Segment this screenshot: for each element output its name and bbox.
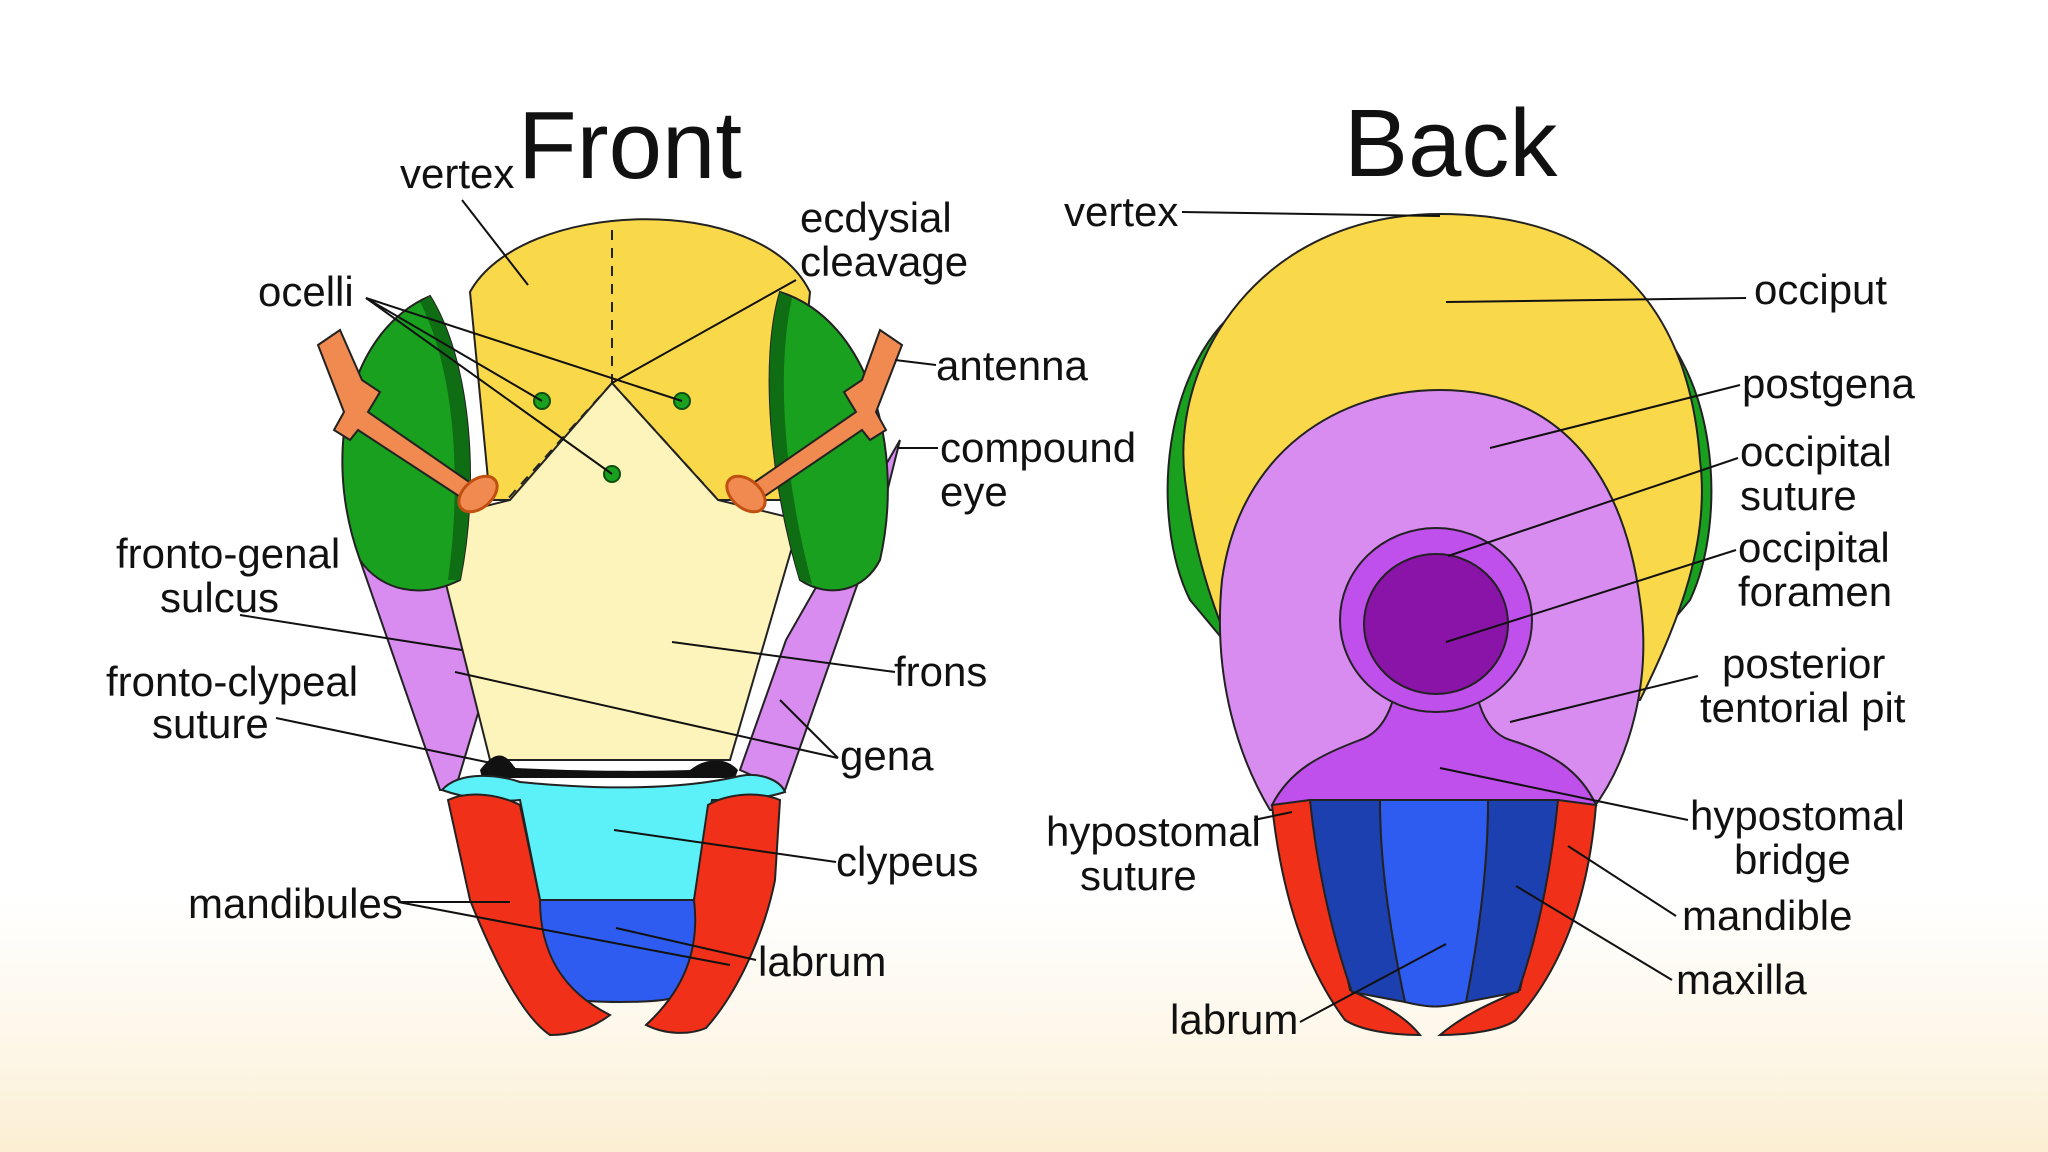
back-label-posterior: posterior <box>1722 640 1885 687</box>
back-label-hypostomal-bridge-1: hypostomal <box>1690 792 1905 839</box>
front-leaders <box>239 199 938 966</box>
front-label-fronto-clypeal: fronto-clypeal <box>106 658 358 705</box>
front-label-sulcus: sulcus <box>160 574 279 621</box>
front-vertex-region <box>468 218 812 501</box>
front-mandible-right <box>644 793 782 1034</box>
front-title: Front <box>518 92 742 199</box>
front-label-labrum: labrum <box>758 938 886 985</box>
front-eye-rim-right <box>769 292 812 584</box>
back-label-hypostomal-suture-1: hypostomal <box>1046 808 1261 855</box>
back-label-occipital-suture-2: suture <box>1740 472 1857 519</box>
front-label-cleavage: cleavage <box>800 238 968 285</box>
front-label-frons: frons <box>894 648 987 695</box>
back-title: Back <box>1344 90 1558 197</box>
back-label-hypostomal-bridge-2: bridge <box>1734 836 1851 883</box>
front-label-ocelli: ocelli <box>258 268 354 315</box>
back-label-occiput: occiput <box>1754 266 1887 313</box>
front-label-antenna: antenna <box>936 342 1088 389</box>
back-occipital-foramen <box>1363 553 1509 695</box>
back-label-vertex: vertex <box>1064 188 1178 235</box>
back-label-hypostomal-suture-2: suture <box>1080 852 1197 899</box>
front-label-clypeus: clypeus <box>836 838 978 885</box>
front-mandible-left <box>446 793 612 1037</box>
back-view <box>1166 212 1713 1037</box>
back-labrum-region <box>1378 799 1490 1008</box>
back-label-mandible: mandible <box>1682 892 1852 939</box>
back-label-labrum: labrum <box>1170 996 1298 1043</box>
back-mandible-left <box>1270 798 1423 1037</box>
back-mandible-right <box>1437 798 1598 1037</box>
back-label-maxilla: maxilla <box>1676 956 1807 1003</box>
front-ecdysial-line-left <box>504 382 613 503</box>
front-label-ecdysial: ecdysial <box>800 194 952 241</box>
front-label-vertex: vertex <box>400 150 514 197</box>
front-fronto-clypeal-suture <box>480 755 738 778</box>
front-antenna-right <box>725 328 904 514</box>
front-antenna-left <box>316 328 499 514</box>
front-label-suture: suture <box>152 700 269 747</box>
front-label-compound: compound <box>940 424 1136 471</box>
front-label-gena: gena <box>840 732 934 779</box>
back-label-occipital-suture-1: occipital <box>1740 428 1892 475</box>
front-frons-region <box>428 381 802 761</box>
back-leaders <box>1181 211 1747 1023</box>
front-view <box>316 218 904 1037</box>
back-label-postgena: postgena <box>1742 360 1915 407</box>
front-label-eye: eye <box>940 468 1008 515</box>
front-ecdysial-line-right <box>611 382 721 503</box>
front-label-fronto-genal: fronto-genal <box>116 530 340 577</box>
front-eye-rim-left <box>420 296 470 580</box>
back-label-occipital-foramen-2: foramen <box>1738 568 1892 615</box>
back-label-tentorial-pit: tentorial pit <box>1700 684 1906 731</box>
back-label-occipital-foramen-1: occipital <box>1738 524 1890 571</box>
front-label-mandibules: mandibules <box>188 880 403 927</box>
